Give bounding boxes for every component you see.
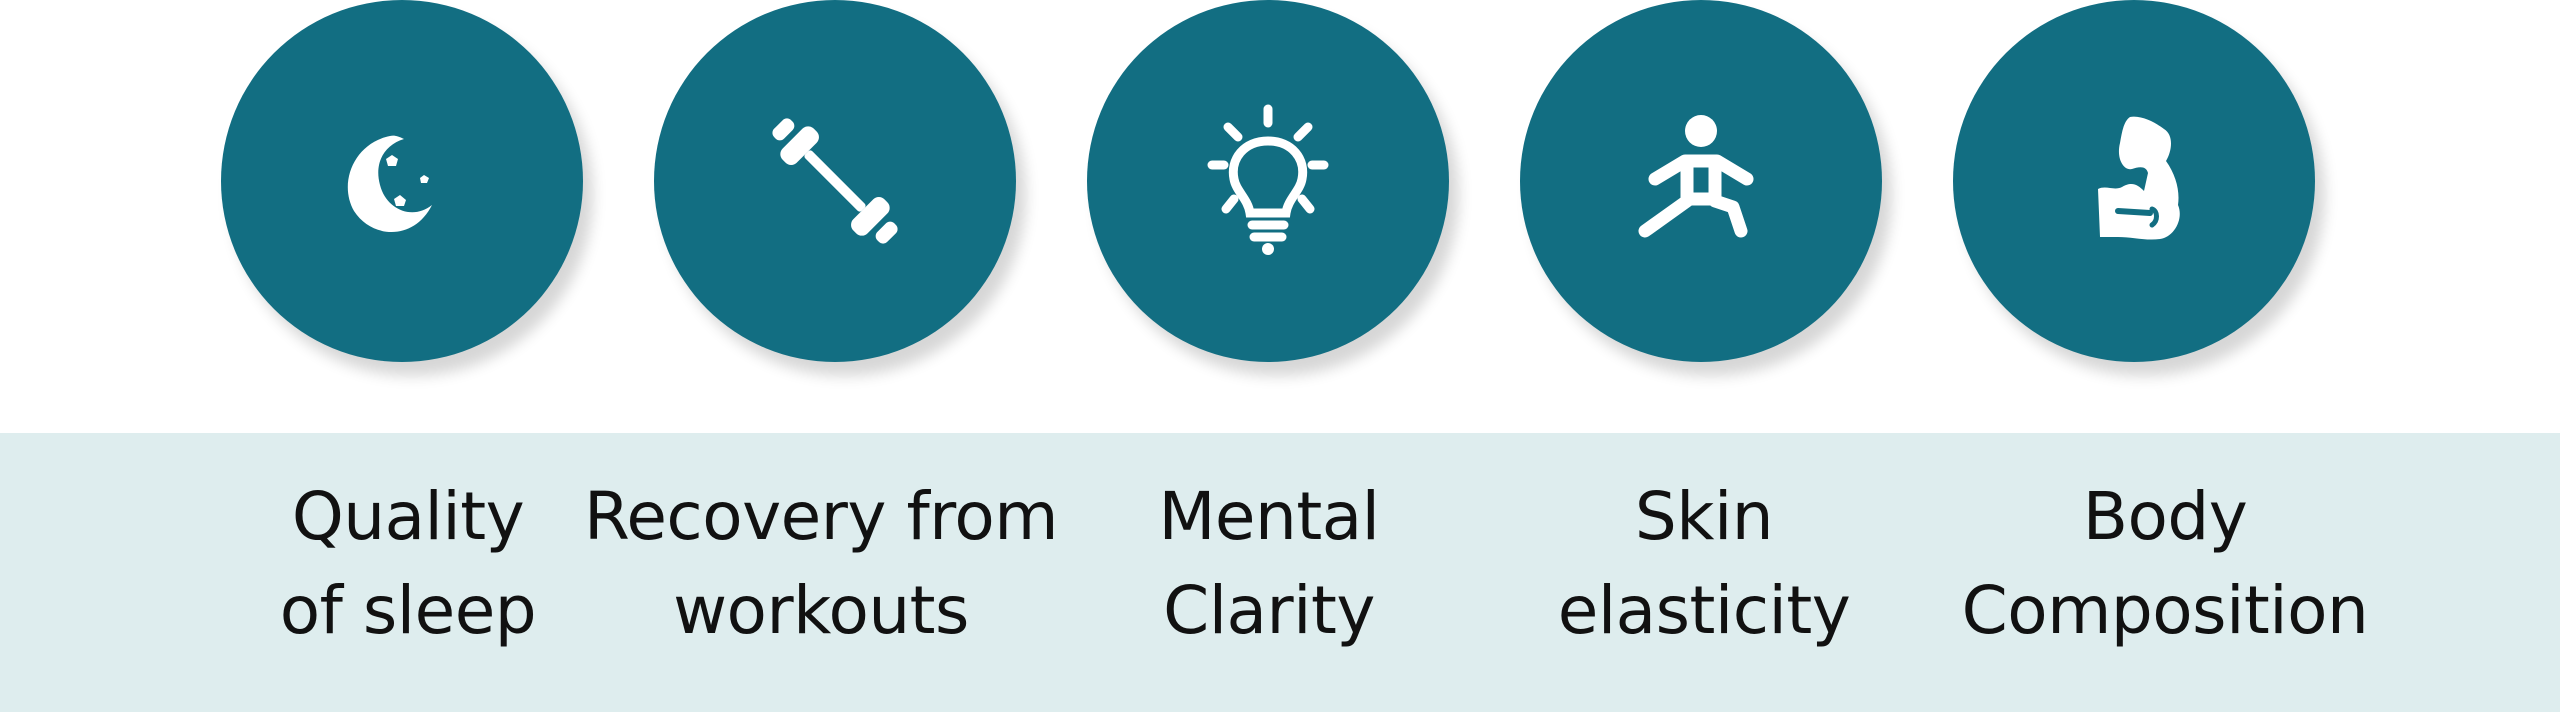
benefit-label-line2: Composition: [1961, 572, 2369, 649]
stretching-person-icon: [1638, 115, 1754, 238]
benefit-label-line2: elasticity: [1557, 572, 1851, 649]
benefit-label-clarity: Mental Clarity: [989, 470, 1549, 658]
benefit-label-line2: Clarity: [1163, 572, 1375, 649]
benefit-label-line1: Mental: [1158, 478, 1380, 555]
benefit-label-line1: Body: [2082, 478, 2248, 555]
lightbulb-icon: [1207, 104, 1329, 255]
skin-circle: [1520, 0, 1882, 362]
benefit-label-recovery: Recovery from workouts: [541, 470, 1101, 658]
benefit-label-line1: Quality: [291, 478, 525, 555]
workout-circle: [654, 0, 1016, 362]
benefit-label-line1: Skin: [1634, 478, 1774, 555]
body-circle: [1953, 0, 2315, 362]
benefit-label-skin: Skin elasticity: [1424, 470, 1984, 658]
clarity-circle: [1087, 0, 1449, 362]
flexed-arm-icon: [2098, 116, 2180, 240]
dumbbell-icon: [772, 118, 898, 244]
benefit-label-sleep: Quality of sleep: [128, 470, 688, 658]
benefit-label-line2: of sleep: [279, 572, 537, 649]
labels-band: [0, 433, 2560, 712]
sleep-circle: [221, 0, 583, 362]
moon-stars-icon: [347, 135, 432, 233]
benefit-label-body: Body Composition: [1885, 470, 2445, 658]
benefit-label-line2: workouts: [673, 572, 969, 649]
benefit-label-line1: Recovery from: [583, 478, 1059, 555]
